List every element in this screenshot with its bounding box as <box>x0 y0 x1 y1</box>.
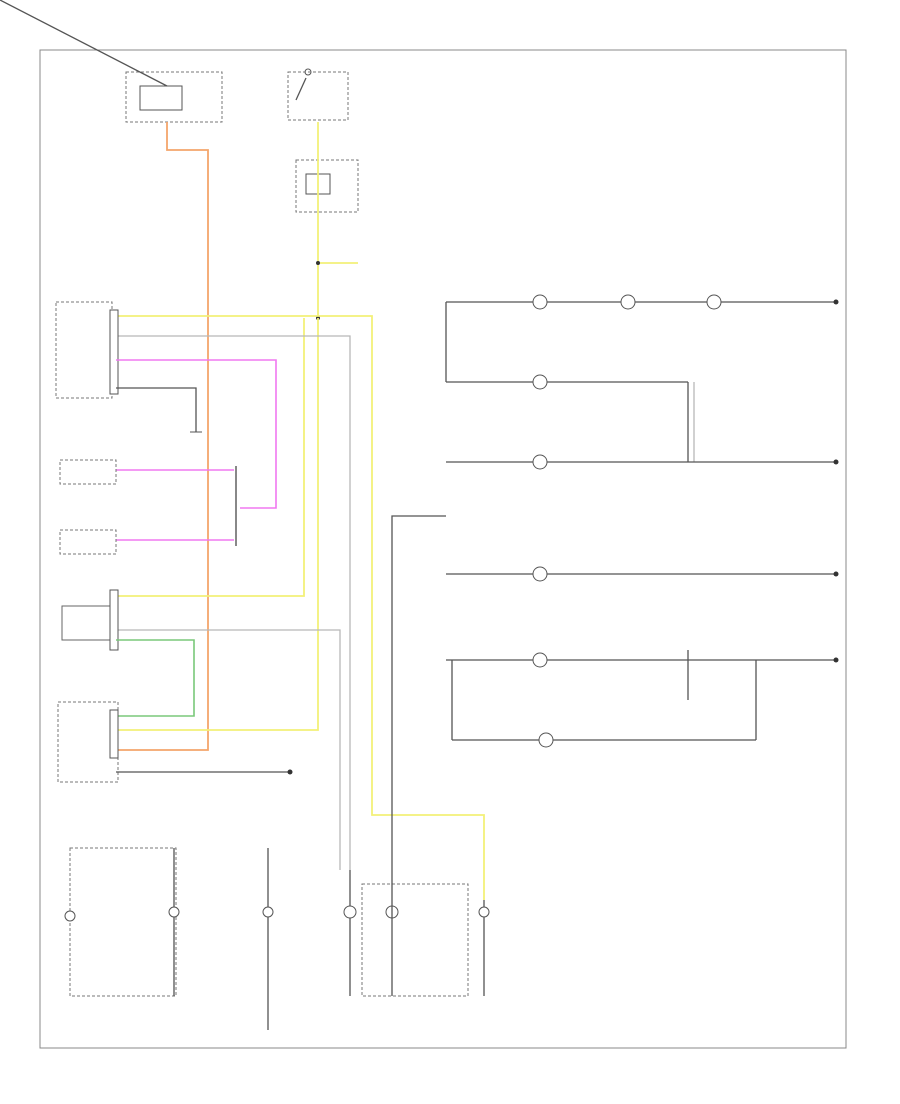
fuse-block-top-center <box>295 159 359 213</box>
wire-gray-1 <box>116 335 351 870</box>
body-control-module <box>55 301 119 399</box>
wire-gray-3 <box>391 515 446 870</box>
bottom-module-1 <box>69 847 177 997</box>
wire-gray-2 <box>116 629 341 870</box>
lamp-row-5 <box>446 650 839 748</box>
wire-orange-main <box>116 122 209 751</box>
wire-yellow-down <box>116 318 319 731</box>
wire-pink-1 <box>116 359 277 509</box>
fuse-block-top-left <box>0 0 223 123</box>
lamp-row-3 <box>446 454 839 470</box>
door-module-2 <box>59 529 117 555</box>
wire-yellow-bcm <box>116 315 485 900</box>
door-module-1 <box>59 459 117 485</box>
lamp-4 <box>343 905 357 919</box>
sensor-block <box>61 589 119 651</box>
ground-dot <box>287 769 293 775</box>
wire-black-bcm <box>116 387 197 432</box>
lamp-row-4 <box>446 566 839 582</box>
ignition-switch <box>287 68 349 121</box>
lamp-3 <box>262 906 274 918</box>
bottom-module-2 <box>361 883 469 997</box>
lamp-row-2 <box>446 374 695 462</box>
wire-yellow-mid <box>116 318 305 597</box>
lamp-2 <box>168 906 180 918</box>
lamp-row-1 <box>446 294 839 310</box>
splice-dot <box>316 261 320 265</box>
switch-block <box>57 701 119 783</box>
wire-green-1 <box>116 639 195 717</box>
lamp-1 <box>64 910 76 922</box>
lamp-6 <box>478 906 490 918</box>
diagram-border <box>39 49 847 1049</box>
